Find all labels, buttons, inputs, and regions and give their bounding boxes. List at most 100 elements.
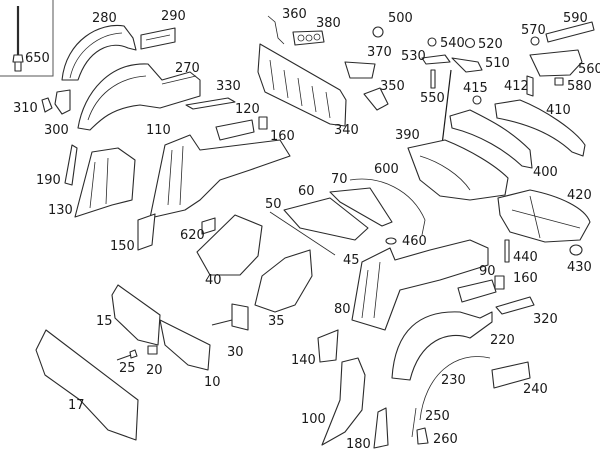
label-110: 110 (146, 123, 171, 138)
fastener-650[interactable] (12, 6, 24, 72)
label-160-upper: 160 (270, 129, 295, 144)
label-45: 45 (343, 253, 360, 268)
label-15: 15 (96, 314, 113, 329)
label-70: 70 (331, 172, 348, 187)
part-600[interactable] (349, 178, 426, 236)
label-430: 430 (567, 260, 592, 275)
inset-650 (0, 0, 54, 77)
label-25: 25 (119, 361, 136, 376)
part-560[interactable] (529, 49, 583, 77)
label-560: 560 (578, 62, 600, 77)
label-550: 550 (420, 91, 445, 106)
part-180[interactable] (373, 407, 389, 449)
part-400[interactable] (449, 109, 533, 169)
part-350[interactable] (363, 87, 389, 111)
part-370[interactable] (344, 61, 376, 79)
part-390[interactable] (407, 139, 509, 201)
part-25[interactable] (116, 349, 138, 361)
part-190[interactable] (64, 144, 78, 186)
part-150[interactable] (137, 213, 156, 251)
part-220[interactable] (391, 311, 493, 381)
part-70[interactable] (329, 187, 393, 227)
part-310[interactable] (41, 97, 53, 113)
part-230[interactable] (419, 356, 491, 421)
label-310: 310 (13, 101, 38, 116)
part-530[interactable] (421, 54, 451, 65)
part-280[interactable] (61, 24, 137, 81)
part-550[interactable] (430, 69, 436, 89)
label-500: 500 (388, 11, 413, 26)
part-20[interactable] (147, 345, 158, 355)
part-300[interactable] (54, 89, 71, 115)
part-80[interactable] (351, 239, 489, 331)
part-620[interactable] (201, 217, 216, 235)
label-410: 410 (546, 103, 571, 118)
inset-border (0, 0, 54, 77)
part-240[interactable] (491, 361, 531, 389)
part-520[interactable] (464, 37, 476, 49)
label-412: 412 (504, 79, 529, 94)
part-60[interactable] (283, 197, 369, 241)
part-590[interactable] (545, 21, 595, 43)
label-570: 570 (521, 23, 546, 38)
leader-line (441, 69, 452, 146)
part-120[interactable] (215, 119, 255, 141)
part-430[interactable] (569, 244, 583, 256)
part-290[interactable] (140, 27, 176, 50)
label-620: 620 (180, 228, 205, 243)
label-415: 415 (463, 81, 488, 96)
part-250[interactable] (411, 407, 417, 438)
part-10[interactable] (159, 319, 211, 371)
part-110[interactable] (149, 134, 291, 219)
part-340[interactable] (257, 43, 347, 127)
part-412[interactable] (526, 75, 534, 97)
label-230: 230 (441, 373, 466, 388)
part-440[interactable] (504, 239, 510, 263)
label-320: 320 (533, 312, 558, 327)
label-530: 530 (401, 49, 426, 64)
label-330: 330 (216, 79, 241, 94)
label-220: 220 (490, 333, 515, 348)
label-380: 380 (316, 16, 341, 31)
label-440: 440 (513, 250, 538, 265)
part-330[interactable] (185, 97, 236, 110)
label-300: 300 (44, 123, 69, 138)
label-190: 190 (36, 173, 61, 188)
part-360[interactable] (267, 15, 285, 45)
part-570[interactable] (530, 36, 540, 46)
part-160a[interactable] (258, 116, 268, 130)
label-580: 580 (567, 79, 592, 94)
label-510: 510 (485, 56, 510, 71)
part-100[interactable] (321, 357, 366, 446)
part-510[interactable] (451, 57, 483, 73)
part-500[interactable] (372, 26, 384, 38)
part-35[interactable] (254, 249, 313, 313)
part-540[interactable] (427, 37, 437, 47)
part-15[interactable] (111, 284, 161, 346)
label-150: 150 (110, 239, 135, 254)
part-40[interactable] (196, 214, 263, 276)
part-140[interactable] (317, 329, 339, 363)
part-460[interactable] (385, 237, 397, 245)
part-580[interactable] (554, 77, 564, 86)
label-370: 370 (367, 45, 392, 60)
part-90[interactable] (457, 279, 497, 303)
part-160b[interactable] (494, 275, 505, 290)
part-380[interactable] (292, 30, 325, 46)
part-17[interactable] (35, 329, 139, 441)
label-390: 390 (395, 128, 420, 143)
part-420[interactable] (497, 189, 591, 243)
part-320[interactable] (495, 296, 535, 315)
part-130[interactable] (74, 147, 136, 218)
part-270[interactable] (77, 63, 201, 131)
label-30: 30 (227, 345, 244, 360)
label-20: 20 (146, 363, 163, 378)
label-600: 600 (374, 162, 399, 177)
part-30[interactable] (211, 303, 249, 331)
part-50[interactable] (269, 211, 336, 256)
part-260[interactable] (416, 427, 429, 445)
part-415[interactable] (472, 95, 482, 105)
part-410[interactable] (494, 99, 586, 157)
label-350: 350 (380, 79, 405, 94)
